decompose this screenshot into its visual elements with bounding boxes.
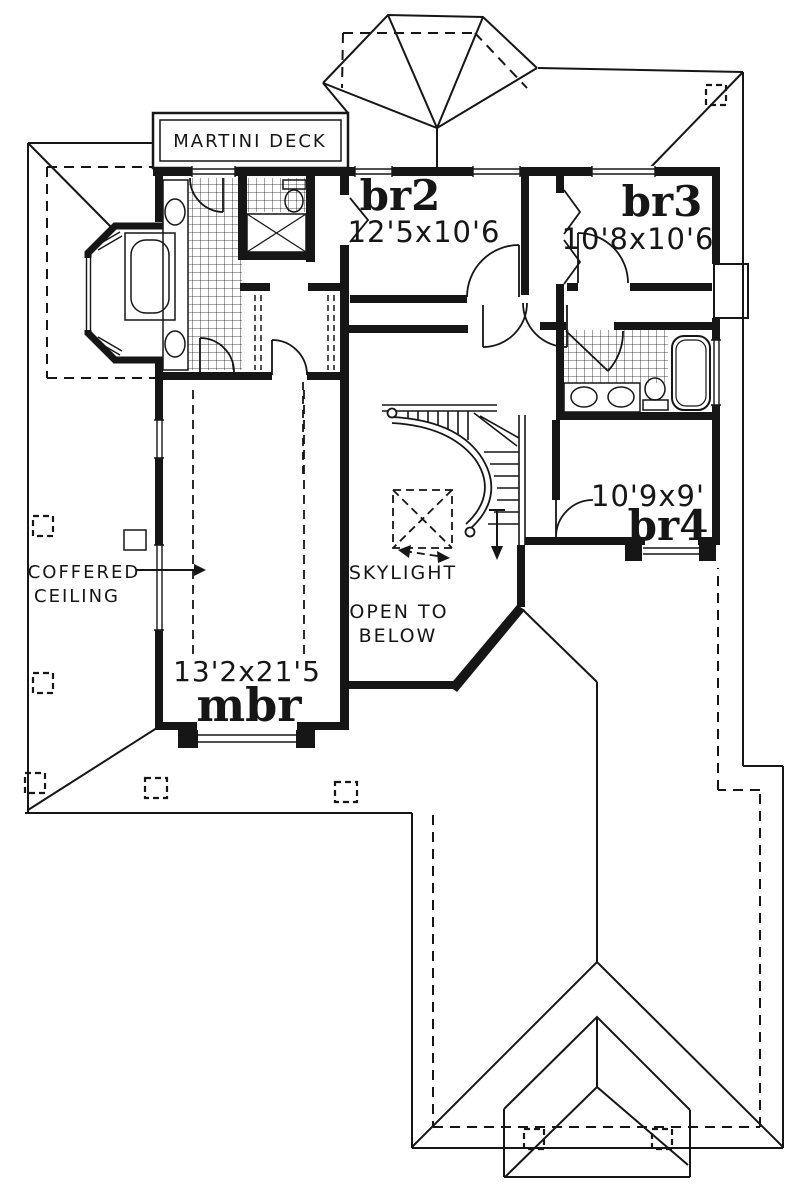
exterior-walls	[153, 167, 720, 730]
sink	[570, 386, 598, 408]
open-to-below-line1: OPEN TO	[349, 601, 448, 623]
open-to-below-line2: BELOW	[359, 625, 438, 647]
bifold-door	[349, 197, 370, 243]
door-arc	[189, 177, 235, 373]
roof-outline	[25, 67, 784, 1149]
coffered-label-line2: CEILING	[34, 586, 120, 607]
room-label-mbr: mbr	[196, 678, 302, 732]
shower	[246, 213, 307, 253]
coffered-ceiling	[136, 390, 305, 655]
bathtub-inner	[675, 339, 707, 407]
room-dims-br4: 10'9x9'	[591, 479, 705, 513]
master-bathroom	[162, 177, 335, 478]
bifold-door	[563, 239, 582, 285]
master-bath-bay	[84, 222, 176, 364]
doors	[349, 189, 629, 538]
closet-rod	[254, 295, 335, 370]
stair-down-arrow	[489, 509, 505, 560]
tiled-floor	[564, 330, 668, 383]
double-door-left	[482, 302, 528, 348]
door-arc-br2	[466, 244, 520, 298]
room-label-br4: br4	[628, 501, 709, 550]
dashed-roof-lines	[46, 166, 761, 1128]
chimney	[713, 263, 749, 319]
annotation-labels: COFFERED CEILING SKYLIGHT OPEN TO BELOW	[28, 562, 457, 647]
skylight	[392, 489, 453, 563]
vanity-counter	[162, 179, 189, 371]
staircase	[382, 404, 526, 560]
hall-bathroom	[563, 330, 711, 413]
toilet	[642, 377, 669, 411]
double-door-right	[522, 302, 568, 348]
room-dims-mbr: 13'2x21'5	[173, 655, 321, 688]
tub-platform	[124, 232, 176, 321]
door-arc-br4	[555, 499, 594, 538]
gable-roof	[411, 960, 784, 1178]
martini-deck: MARTINI DECK	[151, 111, 350, 170]
sink	[607, 386, 635, 408]
door-arc-br3	[577, 232, 629, 284]
coffered-label-line1: COFFERED	[28, 562, 141, 583]
br4-deck	[625, 543, 716, 561]
martini-deck-label: MARTINI DECK	[173, 131, 326, 152]
tiled-floor	[247, 178, 306, 212]
post-markers	[23, 83, 728, 1151]
master-bathtub	[130, 239, 170, 314]
hatched-post-marker	[123, 529, 147, 551]
sink	[164, 330, 186, 358]
mbr-deck	[178, 730, 315, 748]
room-labels: br2 12'5x10'6 br3 10'8x10'6 10'9x9' br4 …	[173, 171, 715, 732]
room-label-br2: br2	[360, 171, 441, 220]
toilet	[282, 179, 307, 213]
vanity-counter	[563, 382, 641, 413]
skylight-label: SKYLIGHT	[349, 562, 457, 584]
windows	[154, 166, 721, 631]
room-dims-br2: 12'5x10'6	[348, 215, 501, 249]
door-arc	[271, 339, 308, 376]
turret-roof	[322, 13, 538, 167]
bathtub	[671, 335, 711, 411]
bifold-door	[563, 189, 582, 235]
leader-arrowhead	[194, 564, 206, 576]
room-dims-br3: 10'8x10'6	[562, 222, 715, 256]
interior-walls	[163, 167, 712, 730]
room-label-br3: br3	[622, 177, 703, 226]
door-arc	[565, 330, 624, 372]
sink	[164, 198, 186, 226]
